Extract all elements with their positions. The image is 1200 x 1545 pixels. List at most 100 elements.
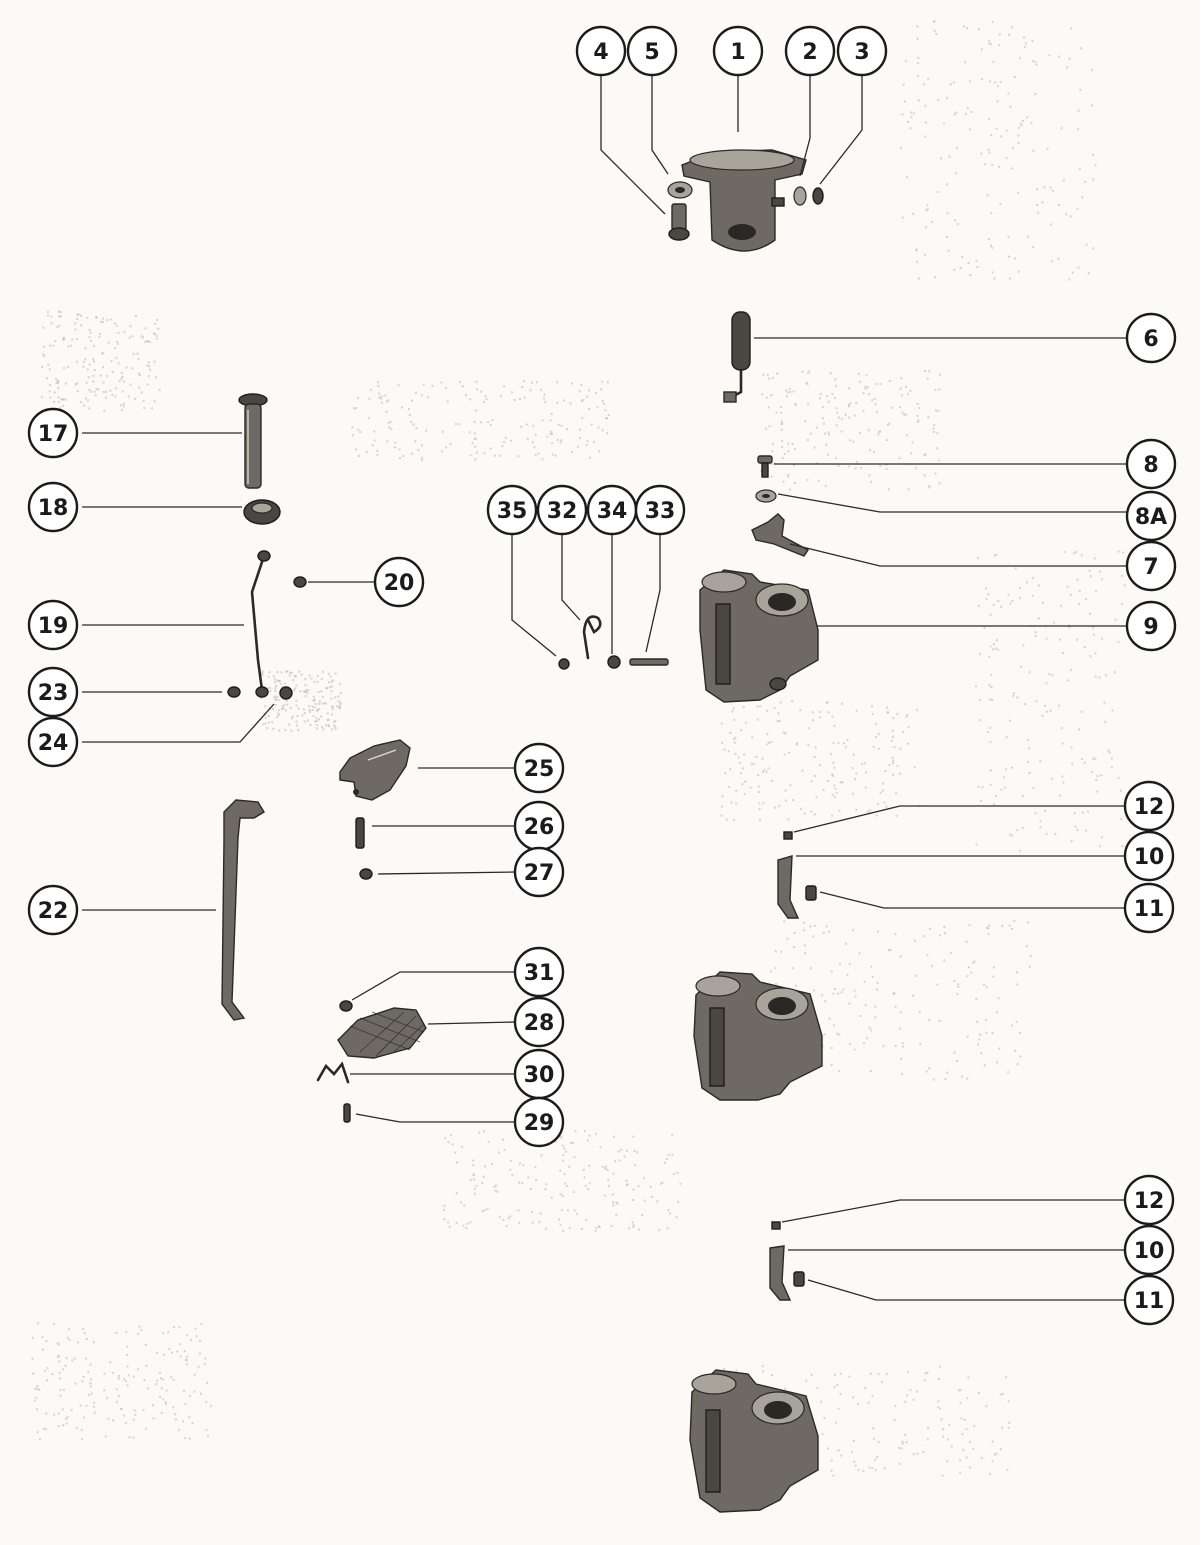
speckle-dot xyxy=(1117,776,1120,779)
speckle-dot xyxy=(804,420,807,423)
speckle-dot xyxy=(521,386,524,388)
speckle-dot xyxy=(377,385,380,388)
speckle-dot xyxy=(475,1184,478,1187)
speckle-dot xyxy=(885,439,888,441)
callout-number: 5 xyxy=(644,40,659,65)
speckle-dot xyxy=(1079,88,1082,91)
speckle-dot xyxy=(568,1227,571,1230)
speckle-dot xyxy=(933,29,936,32)
speckle-dot xyxy=(752,763,755,766)
speckle-dot xyxy=(900,394,903,397)
speckle-dot xyxy=(998,165,1001,168)
speckle-dot xyxy=(513,399,516,401)
speckle-dot xyxy=(815,796,818,799)
callout-12a: 12 xyxy=(1123,780,1175,832)
speckle-dot xyxy=(632,1135,635,1138)
speckle-dot xyxy=(269,686,272,689)
speckle-dot xyxy=(975,259,978,262)
speckle-dot xyxy=(281,705,284,708)
speckle-dot xyxy=(999,1448,1002,1451)
speckle-dot xyxy=(965,940,968,943)
speckle-dot xyxy=(1017,126,1020,129)
speckle-dot xyxy=(991,271,994,274)
speckle-dot xyxy=(1016,1063,1019,1066)
speckle-dot xyxy=(1011,766,1013,769)
speckle-dot xyxy=(311,709,314,712)
speckle-dot xyxy=(571,1141,574,1144)
speckle-dot xyxy=(935,33,938,35)
speckle-dot xyxy=(1096,775,1099,778)
callout-25: 25 xyxy=(513,742,565,794)
speckle-dot xyxy=(277,699,280,701)
speckle-dot xyxy=(623,1155,626,1158)
speckle-dot xyxy=(535,381,538,384)
speckle-dot xyxy=(137,358,140,361)
speckle-dot xyxy=(57,1412,60,1415)
speckle-dot xyxy=(1091,69,1094,72)
speckle-dot xyxy=(274,698,277,701)
speckle-dot xyxy=(840,1454,843,1457)
speckle-dot xyxy=(498,454,501,457)
speckle-dot xyxy=(588,389,591,392)
speckle-dot xyxy=(602,402,605,405)
speckle-dot xyxy=(483,401,486,403)
speckle-dot xyxy=(148,340,151,343)
speckle-dot xyxy=(1015,1020,1018,1023)
speckle-dot xyxy=(323,701,326,704)
speckle-dot xyxy=(74,322,77,325)
speckle-dot xyxy=(322,670,324,673)
speckle-dot xyxy=(282,707,285,710)
speckle-dot xyxy=(502,1218,505,1221)
speckle-dot xyxy=(788,751,790,754)
speckle-dot xyxy=(632,1226,635,1228)
speckle-dot xyxy=(991,163,994,166)
speckle-dot xyxy=(1031,60,1034,63)
speckle-dot xyxy=(152,1404,154,1407)
speckle-dot xyxy=(643,1199,646,1202)
speckle-dot xyxy=(771,450,774,453)
speckle-dot xyxy=(93,1401,96,1404)
speckle-dot xyxy=(979,699,982,702)
speckle-dot xyxy=(325,686,328,689)
speckle-dot xyxy=(831,393,834,396)
speckle-dot xyxy=(939,1407,942,1410)
callout-number: 25 xyxy=(524,757,555,782)
speckle-dot xyxy=(926,954,929,957)
speckle-dot xyxy=(128,1436,131,1439)
speckle-dot xyxy=(839,781,842,784)
callout-circle xyxy=(1125,540,1177,592)
speckle-dot xyxy=(991,246,994,249)
speckle-dot xyxy=(755,755,758,758)
speckle-dot xyxy=(56,380,59,383)
speckle-dot xyxy=(562,1159,565,1162)
speckle-dot xyxy=(1104,720,1107,723)
speckle-dot xyxy=(980,1457,983,1460)
speckle-dot xyxy=(727,750,730,753)
speckle-dot xyxy=(143,1379,146,1382)
speckle-dot xyxy=(466,1222,469,1225)
speckle-dot xyxy=(977,1392,980,1394)
speckle-dot xyxy=(891,735,894,738)
speckle-dot xyxy=(186,1334,189,1337)
speckle-dot xyxy=(901,1042,904,1045)
speckle-dot xyxy=(331,728,333,731)
speckle-dot xyxy=(1027,235,1029,238)
speckle-dot xyxy=(281,686,284,688)
speckle-dot xyxy=(926,377,929,380)
speckle-dot xyxy=(915,260,918,263)
speckle-dot xyxy=(550,430,553,433)
part-22-long-lever xyxy=(221,799,265,1021)
speckle-dot xyxy=(472,1159,475,1162)
speckle-dot xyxy=(786,475,789,478)
speckle-dot xyxy=(888,380,891,382)
speckle-dot xyxy=(55,378,57,381)
speckle-dot xyxy=(948,155,951,158)
speckle-dot xyxy=(787,450,790,453)
callout-number: 19 xyxy=(38,614,69,639)
speckle-dot xyxy=(1045,637,1048,640)
speckle-dot xyxy=(544,1188,547,1190)
speckle-dot xyxy=(855,709,858,712)
speckle-dot xyxy=(980,1052,983,1055)
speckle-dot xyxy=(160,1387,163,1390)
speckle-dot xyxy=(140,335,143,338)
